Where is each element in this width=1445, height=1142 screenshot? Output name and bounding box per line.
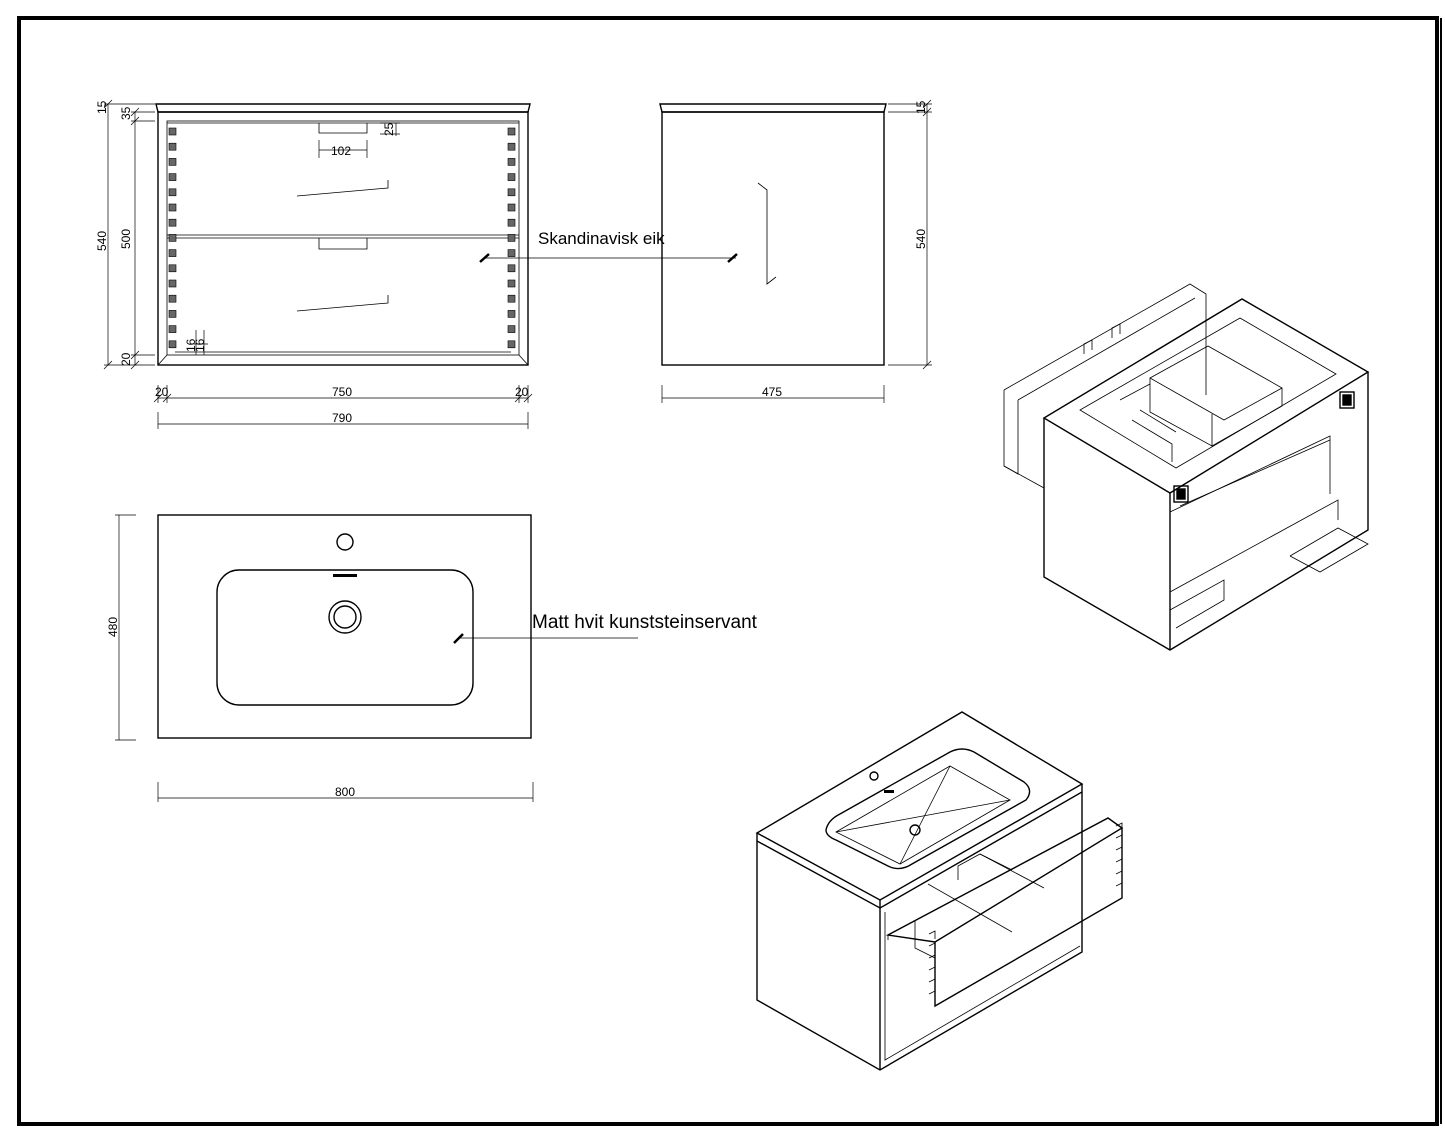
iso-dovetail-mark: [928, 978, 936, 987]
drawing-frame: [17, 16, 1439, 1126]
dim-side-right-20: 20: [515, 385, 529, 399]
dim-handle-depth: 25: [382, 122, 396, 136]
tap-hole: [336, 533, 354, 551]
dovetail-hatch: [168, 294, 177, 303]
dovetail-hatch: [168, 158, 177, 166]
side-grain-arrow: [757, 182, 777, 285]
dovetail-hatch: [507, 127, 516, 136]
dovetail-hatch: [168, 279, 177, 288]
lower-drawer-arrow: [296, 295, 389, 312]
overflow-slot: [333, 574, 357, 577]
iso-dovetail-mark: [1115, 834, 1123, 843]
side-top-slab: [659, 103, 887, 113]
isometric-cabinet-with-basin: [755, 711, 1124, 1071]
dovetail-hatch: [168, 310, 177, 318]
dovetail-hatch: [507, 203, 516, 212]
dovetail-hatch: [168, 234, 177, 242]
side-view: 15 540 475: [659, 99, 932, 403]
dovetail-hatch: [507, 340, 516, 349]
front-view: 15 35 540 500 20 102 25 16 16 20 750 20: [95, 99, 533, 429]
dovetail-hatch: [168, 249, 177, 257]
dim-basin-width: 800: [335, 785, 355, 799]
dovetail-hatch: [168, 142, 177, 151]
dim-overall-width: 790: [332, 411, 352, 425]
right-dovetail-hatches: [507, 127, 516, 349]
dovetail-hatch: [507, 142, 516, 151]
drain-inner: [333, 605, 357, 629]
iso-dovetail-mark: [1115, 822, 1123, 831]
iso-dovetail-mark: [1115, 846, 1123, 855]
dovetail-hatch: [507, 279, 516, 288]
side-cabinet-body: [661, 111, 885, 366]
dim-handle-width: 102: [331, 144, 351, 158]
dovetail-hatch: [168, 325, 177, 333]
upper-drawer-handle: [318, 123, 368, 134]
dovetail-hatch: [507, 173, 516, 181]
dovetail-hatch: [507, 218, 516, 227]
label-skandinavisk-eik: Skandinavisk eik: [538, 229, 665, 248]
top-view: Matt hvit kunststeinservant 480 800: [106, 514, 758, 802]
dovetail-hatch: [507, 249, 516, 257]
dovetail-hatch: [168, 127, 177, 136]
dim-basin-depth: 480: [106, 617, 120, 637]
dovetail-hatch: [507, 325, 516, 333]
left-dovetail-hatches: [168, 127, 177, 349]
dim-inner-height: 500: [119, 229, 133, 249]
dovetail-hatch: [168, 188, 177, 197]
dim-top-35: 35: [119, 106, 133, 120]
dim-side-depth: 475: [762, 385, 782, 399]
iso-dovetail-mark: [928, 954, 936, 963]
iso-dovetail-mark: [928, 990, 936, 999]
dim-side-top-15: 15: [914, 100, 928, 114]
iso-dovetail-mark: [928, 930, 936, 939]
iso-dovetail-mark: [928, 942, 936, 951]
dim-overall-height: 540: [95, 231, 109, 251]
front-cabinet-body: [157, 111, 529, 366]
iso-dovetail-mark: [1115, 882, 1123, 891]
dovetail-hatch: [507, 264, 516, 273]
drain-outer: [328, 600, 362, 634]
basin-outline: [157, 514, 532, 739]
dovetail-hatch: [507, 158, 516, 166]
basin-bowl: [216, 569, 474, 706]
dovetail-hatch: [168, 264, 177, 273]
dovetail-hatch: [168, 218, 177, 227]
iso-dovetail-mark: [1115, 870, 1123, 879]
dovetail-hatch: [168, 340, 177, 349]
dim-gap-16a: 16: [184, 338, 198, 352]
lower-drawer-handle: [318, 238, 368, 250]
front-top-slab: [155, 103, 531, 113]
isometric-open-cabinet: [1003, 283, 1370, 651]
dovetail-hatch: [507, 310, 516, 318]
dim-top-15: 15: [95, 100, 109, 114]
dovetail-hatch: [168, 203, 177, 212]
dim-side-left-20: 20: [155, 385, 169, 399]
iso-dovetail-mark: [928, 966, 936, 975]
dovetail-hatch: [507, 234, 516, 242]
upper-drawer-arrow: [296, 180, 389, 197]
dovetail-hatch: [507, 188, 516, 197]
iso-dovetail-mark: [1115, 858, 1123, 867]
dovetail-hatch: [168, 173, 177, 181]
dovetail-hatch: [507, 294, 516, 303]
label-matt-hvit: Matt hvit kunststeinservant: [532, 612, 758, 633]
dim-inner-width: 750: [332, 385, 352, 399]
dim-side-height: 540: [914, 229, 928, 249]
dim-gap-16b: 16: [193, 338, 207, 352]
dim-bottom-20: 20: [119, 352, 133, 366]
